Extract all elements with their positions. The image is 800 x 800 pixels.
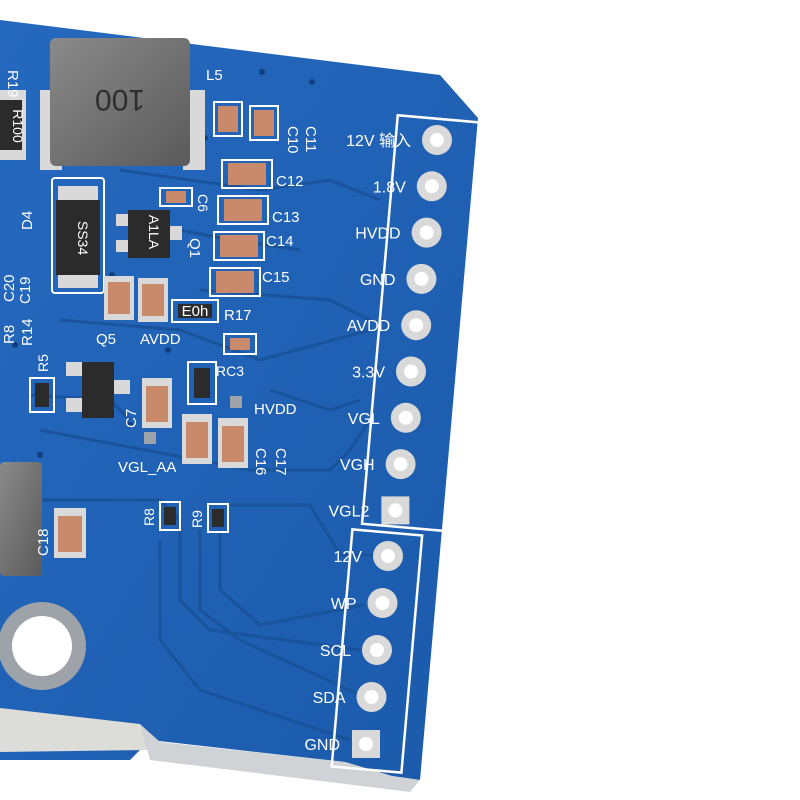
silk-r14: R14 bbox=[19, 318, 36, 346]
inductor-l5-marking: 100 bbox=[95, 83, 145, 116]
capacitor-c11 bbox=[249, 105, 279, 141]
capacitor-c15 bbox=[209, 267, 261, 297]
header-upper-outline bbox=[360, 113, 481, 533]
silk-c13: C13 bbox=[272, 209, 300, 226]
diode-d4: SS34 bbox=[51, 177, 105, 294]
header-lower-outline bbox=[330, 528, 424, 774]
silk-c16: C16 bbox=[252, 448, 269, 476]
header-lower-pins: 12V WP SCL SDA GND bbox=[304, 541, 403, 758]
resistor-r19-marking: R100 bbox=[10, 109, 26, 143]
header-pin-label: GND bbox=[304, 737, 340, 754]
header-pin-hole bbox=[404, 364, 418, 379]
capacitor-rc3 bbox=[223, 333, 257, 355]
capacitor-c14 bbox=[213, 231, 265, 261]
header-pin-hole bbox=[359, 737, 373, 751]
inductor-l5: 100 bbox=[40, 38, 205, 170]
silk-l5: L5 bbox=[206, 67, 223, 84]
silk-r8: R8 bbox=[141, 508, 157, 526]
capacitor-pair-c19-c20 bbox=[104, 276, 168, 322]
silk-c17: C17 bbox=[272, 448, 289, 476]
silk-c11: C11 bbox=[302, 126, 319, 152]
silk-c14: C14 bbox=[266, 233, 294, 250]
header-pin-label: GND bbox=[360, 272, 396, 289]
capacitor-c10 bbox=[213, 101, 243, 137]
capacitor-c12 bbox=[221, 159, 273, 189]
silk-q1-label: Q1 bbox=[186, 238, 203, 258]
header-pin-hole bbox=[364, 690, 379, 704]
header-pin-label: VGL bbox=[348, 411, 380, 428]
transistor-q1: A1LA bbox=[116, 210, 182, 258]
header-pin-label: 12V 输入 bbox=[346, 132, 411, 150]
header-pin-label: SCL bbox=[320, 643, 351, 660]
mounting-hole bbox=[12, 616, 72, 676]
silk-c7: C7 bbox=[123, 409, 140, 428]
capacitor-c6 bbox=[159, 187, 193, 207]
pcb-edge bbox=[0, 708, 150, 752]
pcb-edge-right bbox=[140, 724, 420, 792]
resistor-r8 bbox=[159, 501, 181, 531]
header-pin-hole bbox=[375, 596, 390, 610]
header-pin-label: AVDD bbox=[347, 318, 390, 335]
silk-c19: C19 bbox=[17, 276, 34, 304]
header-pin-hole bbox=[398, 410, 413, 425]
header-pin-hole bbox=[419, 225, 434, 240]
header-pin-label: 3.3V bbox=[352, 365, 385, 382]
silk-c12: C12 bbox=[276, 173, 304, 190]
capacitor-c7 bbox=[142, 378, 172, 428]
resistor-r17: E0h bbox=[171, 299, 219, 323]
diode-d4-marking: SS34 bbox=[75, 221, 91, 255]
test-pad bbox=[230, 396, 242, 408]
silk-rc3: RC3 bbox=[216, 363, 244, 379]
header-pin-hole bbox=[388, 503, 403, 518]
capacitor-c16 bbox=[182, 414, 212, 464]
header-pin-label: VGH bbox=[340, 457, 375, 474]
test-pad-2 bbox=[144, 432, 156, 444]
silk-d4: D4 bbox=[19, 211, 36, 230]
header-pin-label: SDA bbox=[313, 690, 346, 707]
header-pin-hole bbox=[424, 179, 439, 194]
resistor-r17-marking: E0h bbox=[182, 303, 209, 320]
inductor-left bbox=[0, 462, 42, 576]
silk-r9: R9 bbox=[189, 510, 205, 528]
silk-hvdd: HVDD bbox=[254, 401, 297, 418]
silk-avdd: AVDD bbox=[140, 331, 181, 348]
silk-r19: R19 bbox=[4, 70, 21, 98]
header-pin-hole bbox=[381, 549, 395, 563]
copper-traces bbox=[20, 168, 381, 742]
header-pin-hole bbox=[414, 271, 429, 286]
capacitor-c18 bbox=[54, 508, 86, 558]
silk-c10: C10 bbox=[284, 126, 301, 154]
header-upper-pins: 12V 输入 1.8V HVDD GND AVDD 3.3V VGL VGH VGL2 bbox=[328, 125, 452, 525]
resistor-r19: R100 bbox=[0, 90, 26, 160]
silk-c18: C18 bbox=[35, 528, 52, 556]
capacitor-c17 bbox=[218, 418, 248, 468]
header-pin-hole bbox=[409, 318, 424, 333]
silk-vgl-aa: VGL_AA bbox=[118, 459, 176, 476]
transistor-q5 bbox=[66, 362, 130, 418]
header-pin-label: VGL2 bbox=[328, 503, 369, 520]
resistor-r5 bbox=[29, 377, 55, 413]
silk-q5: Q5 bbox=[96, 331, 116, 348]
silk-r5: R5 bbox=[35, 354, 51, 372]
header-pin-label: WP bbox=[331, 596, 357, 613]
header-pin-hole bbox=[430, 133, 444, 147]
resistor-r9 bbox=[207, 503, 229, 533]
resistor-hvdd bbox=[187, 361, 217, 405]
capacitor-c13 bbox=[217, 195, 269, 225]
silk-c20-label: C20 bbox=[1, 274, 18, 302]
transistor-q1-marking: A1LA bbox=[146, 215, 162, 250]
header-pin-label: 12V bbox=[334, 549, 363, 566]
silk-r17: R17 bbox=[224, 307, 252, 324]
header-pin-hole bbox=[370, 643, 384, 657]
header-pin-label: 1.8V bbox=[373, 179, 406, 196]
silk-r8-left: R8 bbox=[1, 325, 18, 344]
silk-c6: C6 bbox=[195, 194, 211, 212]
header-pin-hole bbox=[393, 457, 408, 472]
header-pin-label: HVDD bbox=[355, 226, 400, 243]
silk-c15: C15 bbox=[262, 269, 290, 286]
